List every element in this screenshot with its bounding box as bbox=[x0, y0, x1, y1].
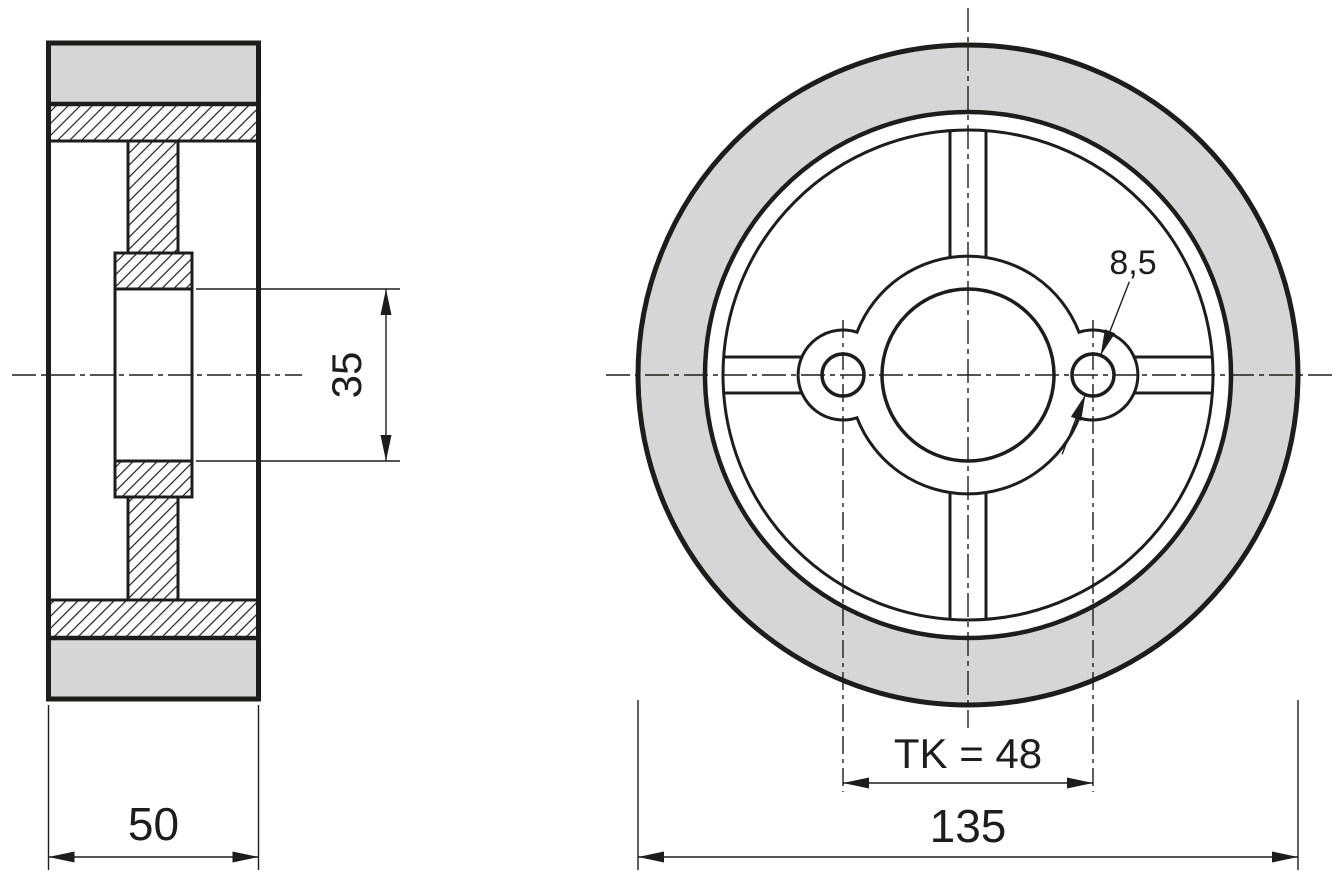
dimension-label-outer-diameter: 135 bbox=[930, 800, 1007, 852]
dimension-width-50: 50 bbox=[47, 705, 260, 870]
hatch-region-web-bottom bbox=[128, 497, 178, 600]
arrowhead-right-icon bbox=[1272, 851, 1298, 863]
tire-section-bottom bbox=[48, 638, 259, 699]
arrowhead-icon bbox=[1070, 394, 1086, 421]
front-view: 8,5 TK = 48 135 bbox=[606, 8, 1334, 870]
dimension-label-hole: 8,5 bbox=[1109, 244, 1156, 282]
arrowhead-right-icon bbox=[232, 851, 259, 863]
hatch-region-hub-top bbox=[115, 253, 192, 289]
hatch-region-rim-bottom bbox=[48, 600, 259, 638]
arrowhead-down-icon bbox=[380, 435, 392, 461]
dimension-bolt-circle: TK = 48 bbox=[843, 730, 1093, 789]
dimension-label-bore: 35 bbox=[323, 352, 370, 399]
arrowhead-left-icon bbox=[48, 851, 75, 863]
arrowhead-left-icon bbox=[638, 851, 664, 863]
dimension-bore-35: 35 bbox=[196, 288, 400, 462]
dimension-label-width: 50 bbox=[128, 798, 179, 850]
dimension-outer-diameter: 135 bbox=[637, 700, 1299, 870]
dimension-hole-8-5: 8,5 bbox=[1061, 244, 1157, 455]
arrowhead-icon bbox=[1100, 329, 1116, 356]
arrowhead-right-icon bbox=[1067, 777, 1093, 789]
dimension-label-bolt-circle: TK = 48 bbox=[894, 730, 1042, 777]
arrowhead-up-icon bbox=[380, 289, 392, 315]
arrowhead-left-icon bbox=[843, 777, 869, 789]
tire-section-top bbox=[48, 43, 259, 104]
section-outline bbox=[46, 40, 261, 702]
hatch-region-hub-bottom bbox=[115, 461, 192, 497]
hatch-region-rim-top bbox=[48, 104, 259, 141]
hatch-region-web-top bbox=[128, 141, 178, 253]
section-view: 35 50 bbox=[12, 40, 400, 870]
